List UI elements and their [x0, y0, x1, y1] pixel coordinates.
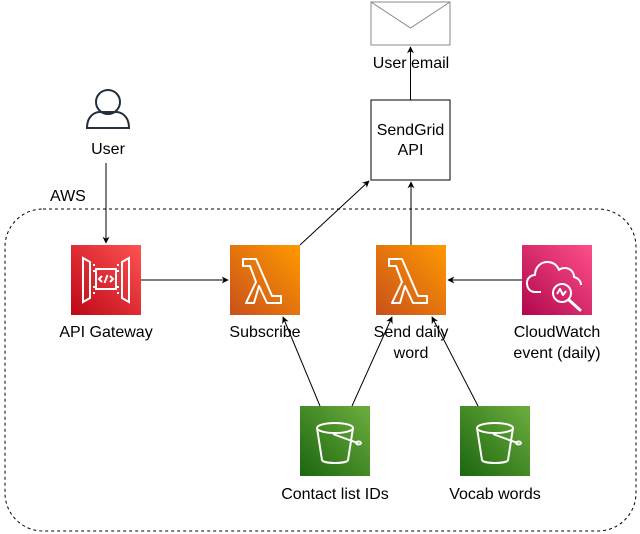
sendgrid-api-box — [370, 99, 451, 181]
sendgrid-label-line1: SendGrid — [377, 122, 445, 139]
arrow-vocab-to-send-daily — [431, 316, 479, 407]
user-icon — [85, 89, 131, 129]
email-envelope-icon — [370, 1, 451, 46]
lambda-send-daily-icon — [376, 245, 446, 315]
user-label: User — [91, 141, 125, 158]
subscribe-label: Subscribe — [229, 324, 300, 341]
s3-contact-list-icon — [300, 406, 370, 476]
arrow-subscribe-to-sendgrid — [299, 180, 370, 246]
aws-boundary — [4, 208, 637, 532]
arrow-contact-list-to-subscribe — [282, 316, 321, 407]
contact-list-label: Contact list IDs — [281, 486, 389, 503]
api-gateway-label: API Gateway — [59, 324, 152, 341]
lambda-subscribe-icon — [230, 245, 300, 315]
vocab-words-label: Vocab words — [449, 486, 541, 503]
cloudwatch-label-line1: CloudWatch — [514, 324, 601, 341]
s3-vocab-words-icon — [460, 406, 530, 476]
aws-label: AWS — [50, 188, 86, 205]
cloudwatch-label-line2: event (daily) — [513, 345, 600, 362]
api-gateway-icon — [71, 245, 141, 315]
cloudwatch-icon — [522, 245, 592, 315]
send-daily-label-line1: Send daily — [374, 324, 449, 341]
arrow-contact-list-to-send-daily — [351, 316, 393, 407]
send-daily-label-line2: word — [393, 345, 429, 362]
sendgrid-label-line2: API — [398, 142, 424, 159]
